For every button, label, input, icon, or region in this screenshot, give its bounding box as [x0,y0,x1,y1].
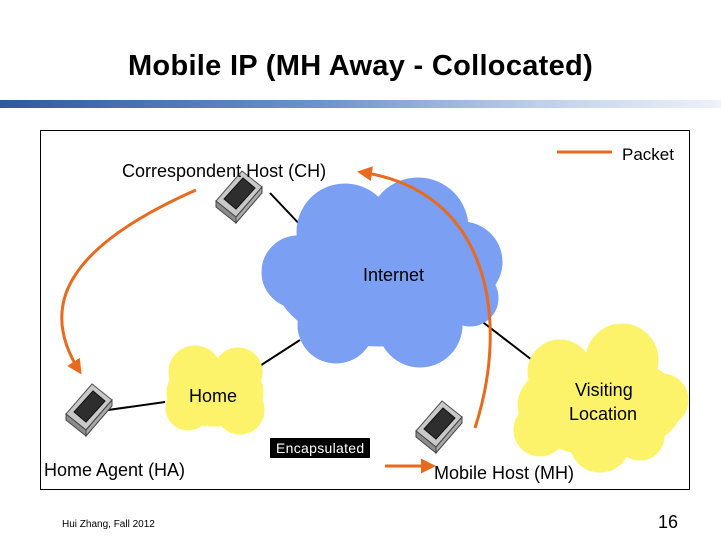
diagram-frame [40,130,690,490]
home-agent-label: Home Agent (HA) [44,460,186,480]
visiting-cloud [513,323,689,473]
laptop-icon [65,383,113,437]
page-number: 16 [658,512,679,532]
encapsulated-label: Encapsulated [270,438,371,458]
home-cloud [165,345,265,435]
link-internet-visiting [479,319,533,361]
laptop-icon [415,400,463,454]
slide-title: Mobile IP (MH Away - Collocated) [127,50,594,82]
packet-arrow-ch-to-ha [60,188,197,375]
mobile-host-label: Mobile Host (MH) [434,463,575,483]
title-underline [0,100,721,108]
internet-label: Internet [363,265,425,285]
home-label: Home [189,386,238,406]
correspondent-host-label: Correspondent Host (CH) [122,161,327,181]
packet-arrow-mh-to-ch [357,166,492,429]
visiting-label-line1: Visiting [575,380,633,400]
footer-author: Hui Zhang, Fall 2012 [62,519,155,530]
visiting-label-line2: Location [569,404,638,424]
legend-packet-label: Packet [622,145,674,164]
link-home-ha [107,401,166,411]
